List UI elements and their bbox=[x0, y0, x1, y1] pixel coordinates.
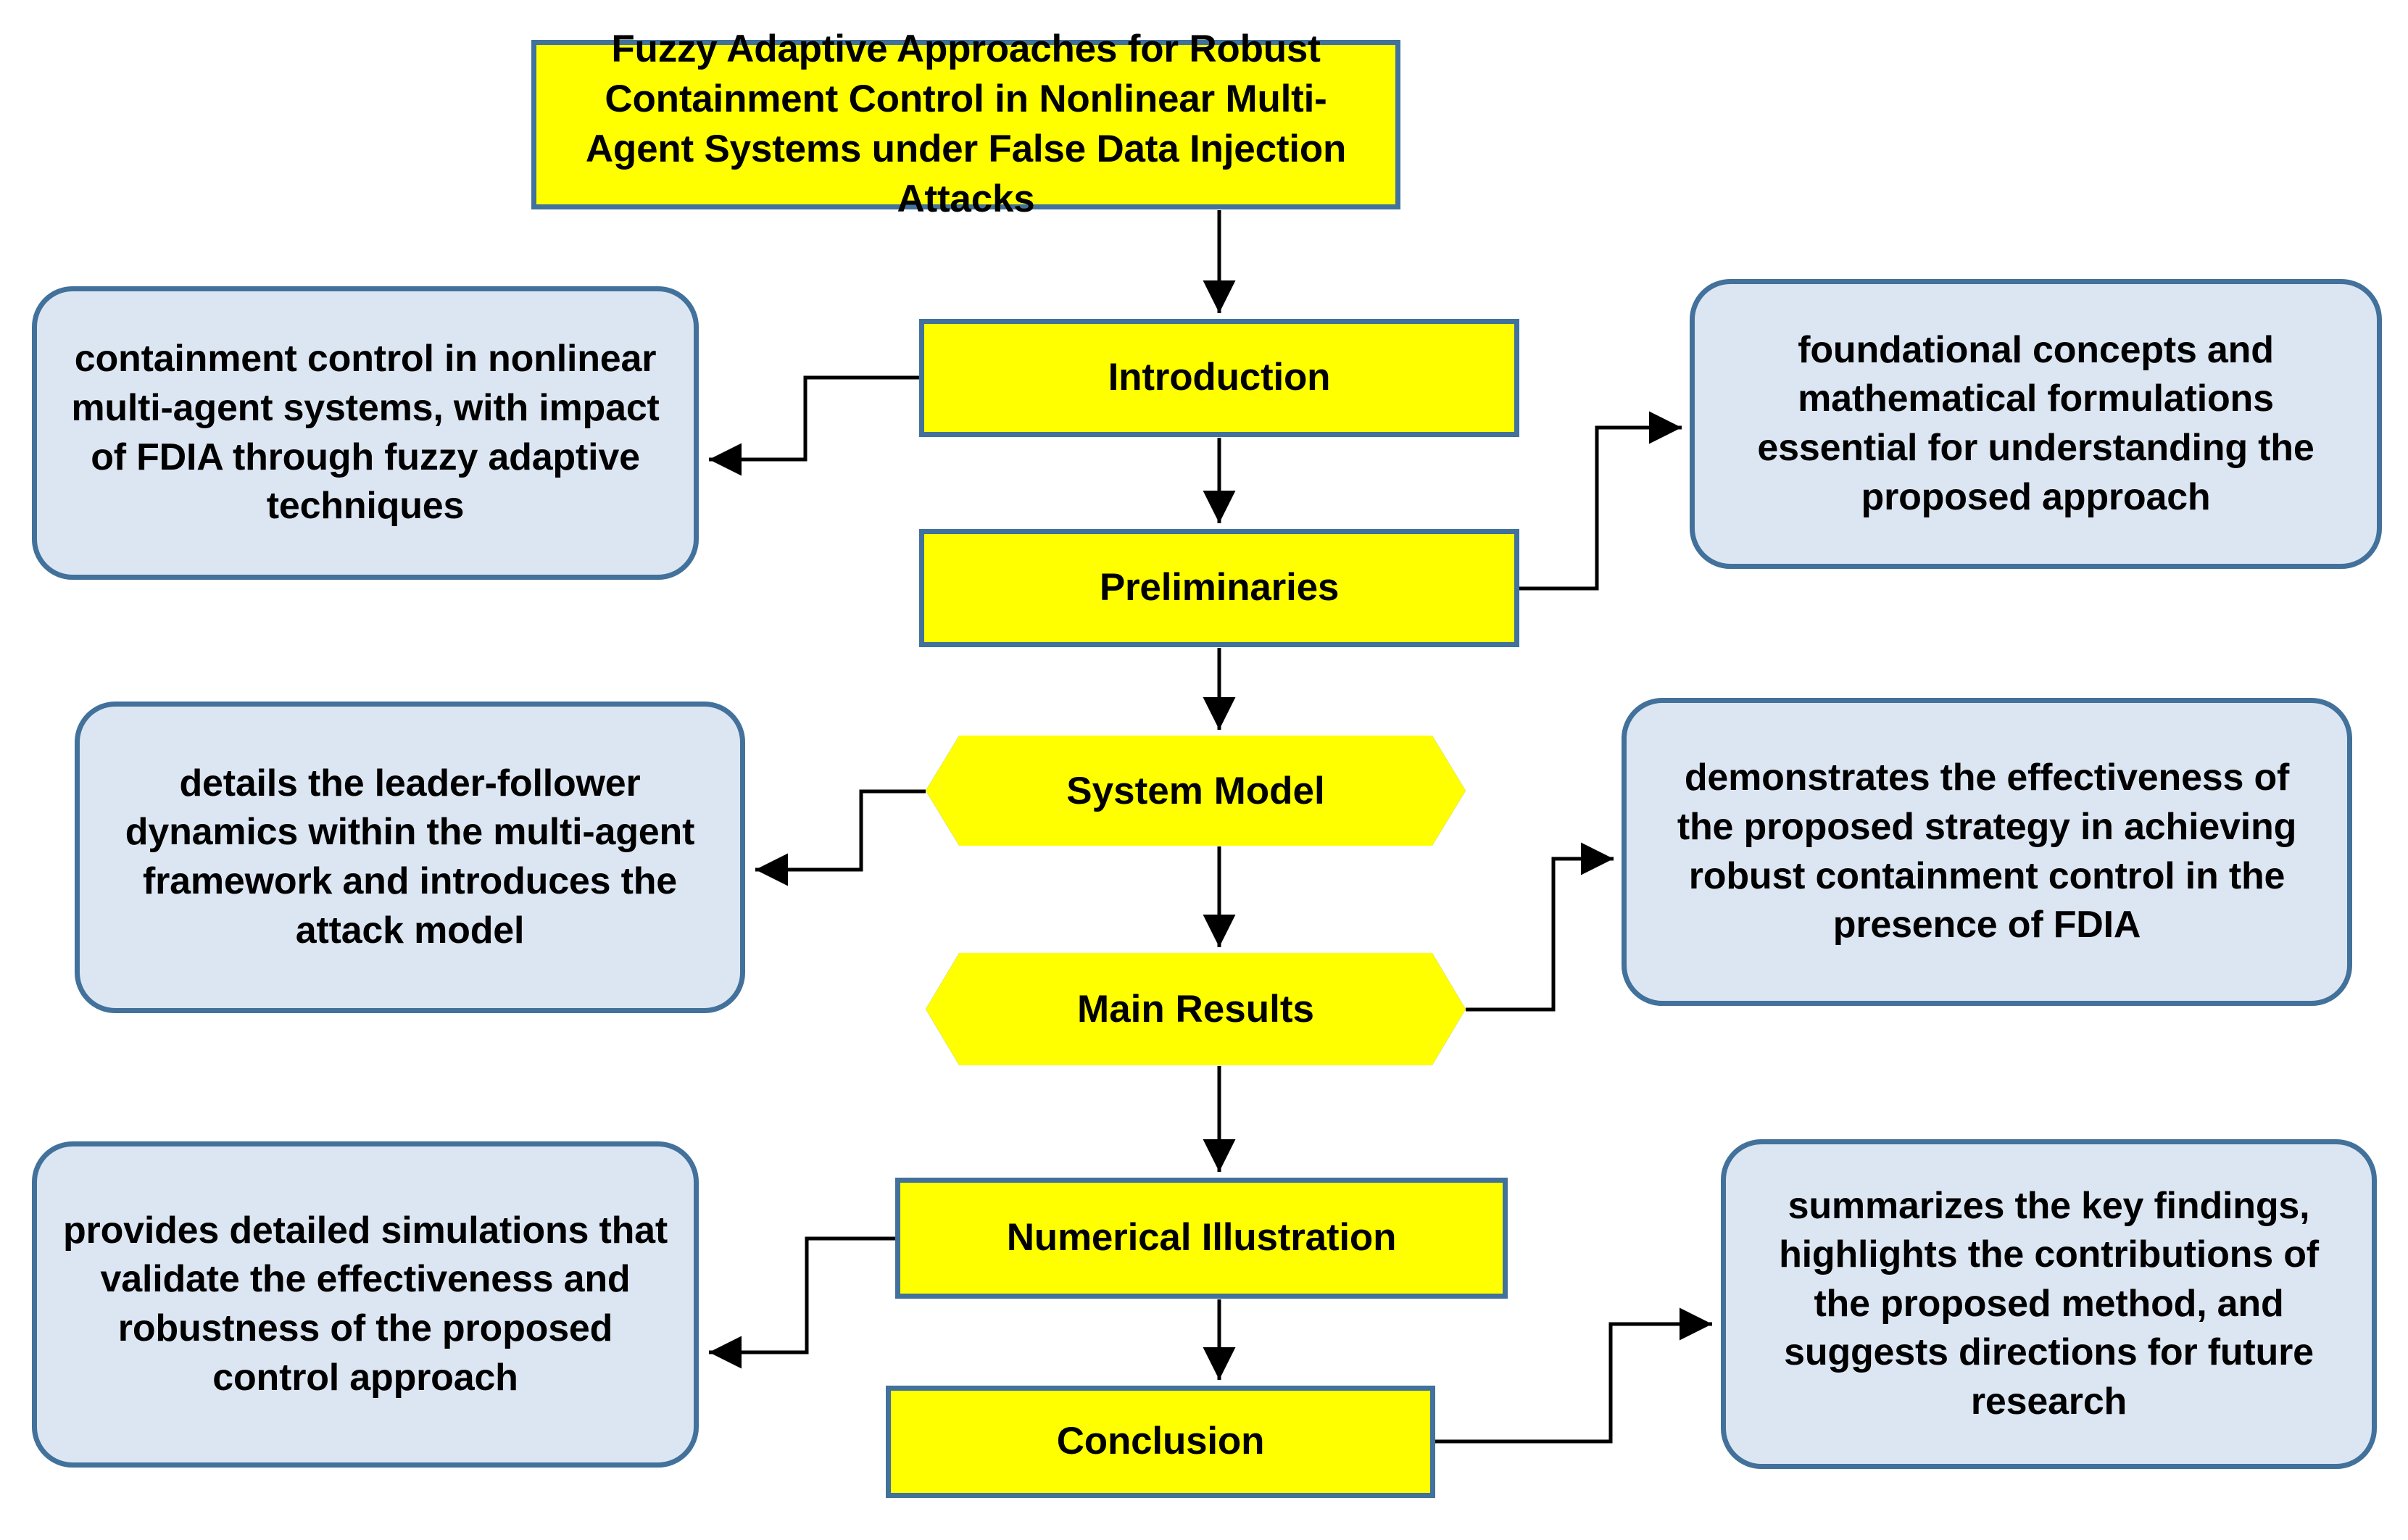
node-numerical-illustration[interactable]: Numerical Illustration bbox=[895, 1178, 1508, 1299]
connector-conclusion-to-note bbox=[1435, 1307, 1712, 1444]
note-introduction[interactable]: containment control in nonlinear multi-a… bbox=[32, 286, 699, 580]
main-results-label: Main Results bbox=[1077, 988, 1314, 1031]
note-system-model[interactable]: details the leader-follower dynamics wit… bbox=[75, 702, 745, 1013]
note-main-results[interactable]: demonstrates the effectiveness of the pr… bbox=[1622, 698, 2352, 1006]
note-conclusion[interactable]: summarizes the key findings, highlights … bbox=[1721, 1139, 2377, 1469]
system-model-label: System Model bbox=[1066, 769, 1325, 812]
node-introduction[interactable]: Introduction bbox=[919, 319, 1519, 437]
connector-main-results-to-note bbox=[1466, 842, 1614, 1012]
main-results-fill bbox=[926, 953, 1466, 1065]
connector-numerical-illustration-to-note bbox=[709, 1236, 895, 1369]
system-model-fill bbox=[926, 736, 1466, 846]
connector-system-model-to-note bbox=[755, 789, 926, 886]
diagram-title-box: Fuzzy Adaptive Approaches for Robust Con… bbox=[531, 28, 1400, 220]
connector-introduction-to-note bbox=[709, 375, 919, 476]
node-preliminaries[interactable]: Preliminaries bbox=[919, 529, 1519, 647]
node-conclusion[interactable]: Conclusion bbox=[886, 1386, 1435, 1498]
connector-preliminaries-to-note bbox=[1519, 411, 1682, 591]
note-numerical-illustration[interactable]: provides detailed simulations that valid… bbox=[32, 1141, 699, 1468]
node-system-model[interactable]: System Model bbox=[926, 736, 1466, 846]
note-preliminaries[interactable]: foundational concepts and mathematical f… bbox=[1690, 279, 2382, 569]
node-main-results[interactable]: Main Results bbox=[926, 953, 1466, 1065]
